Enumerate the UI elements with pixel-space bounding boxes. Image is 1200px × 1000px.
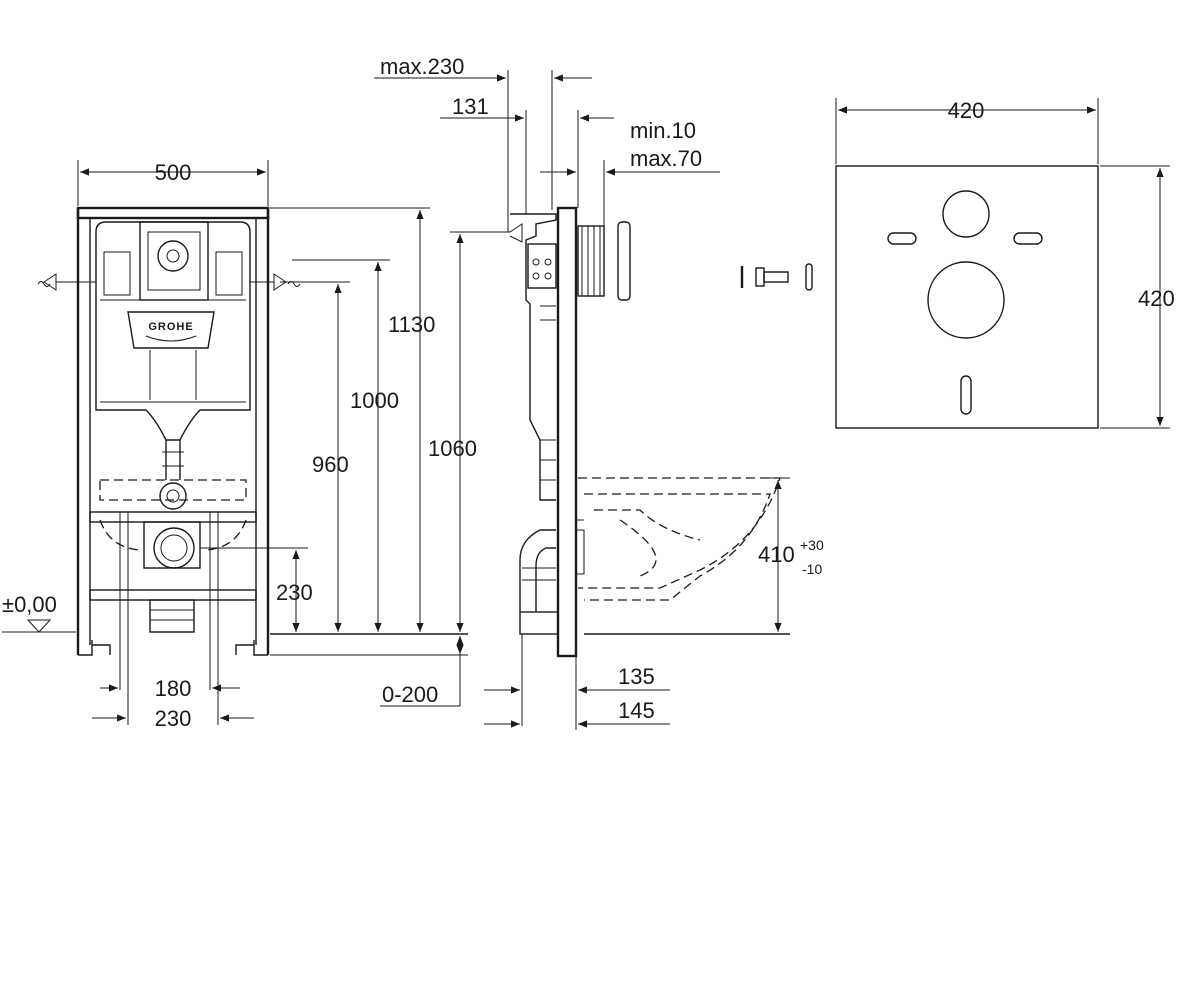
dim-label-410-minus: -10 (802, 561, 822, 577)
side-view: max.230 131 min.10 max.70 410 +30 -10 (374, 54, 824, 730)
dim-1130: 1130 (270, 207, 435, 632)
dim-min10-max70: min.10 max.70 (540, 118, 720, 226)
dim-180: 180 (100, 676, 240, 701)
dim-label-180: 180 (155, 676, 192, 701)
bowl-outline-front (99, 479, 247, 551)
fixing-parts (740, 263, 813, 291)
front-view: GROHE (2, 160, 500, 731)
dim-145: 145 (484, 698, 670, 728)
side-flush-module (577, 221, 631, 301)
dim-0-200: 0-200 (380, 636, 464, 707)
dim-410: 410 +30 -10 (758, 477, 824, 632)
cistern: GROHE (95, 221, 251, 510)
dim-label-plate-width: 420 (948, 98, 985, 123)
zero-level-label: ±0,00 (2, 592, 57, 617)
dim-label-500: 500 (155, 160, 192, 185)
dim-135: 135 (484, 664, 670, 694)
dim-label-1130: 1130 (388, 312, 435, 337)
dim-label-410: 410 (758, 542, 795, 567)
dim-label-min-10: min.10 (630, 118, 696, 143)
dim-plate-height: 420 (1100, 165, 1175, 429)
insulation-plate (835, 165, 1099, 429)
dim-label-1000: 1000 (350, 388, 399, 413)
dim-label-230-bottom: 230 (155, 706, 192, 731)
dim-max-230: max.230 (374, 54, 592, 210)
dim-1060: 1060 (428, 231, 500, 632)
dim-label-145: 145 (618, 698, 655, 723)
dim-label-1060: 1060 (428, 436, 477, 461)
dim-label-max-230: max.230 (380, 54, 464, 79)
dim-label-max-70: max.70 (630, 146, 702, 171)
plate-hole-top (942, 190, 990, 238)
plate-hole-main (927, 261, 1005, 339)
plate-view: 420 420 (740, 98, 1175, 429)
dim-label-plate-height: 420 (1138, 286, 1175, 311)
zero-level-marker: ±0,00 (2, 592, 76, 633)
dim-label-0-200: 0-200 (382, 682, 438, 707)
dim-label-135: 135 (618, 664, 655, 689)
dim-plate-width: 420 (835, 98, 1099, 164)
frame-outline (76, 206, 270, 656)
dim-960: 960 (280, 281, 350, 632)
plate-slot-right (1013, 232, 1043, 245)
dim-230-side: 230 (200, 547, 313, 632)
dim-label-131: 131 (452, 94, 489, 119)
dim-1000: 1000 (292, 259, 399, 632)
side-cistern (486, 208, 557, 501)
side-bowl-outline (578, 477, 781, 601)
water-inlet-left (37, 273, 96, 291)
plate-slot-bottom (960, 375, 972, 415)
dim-230-bottom: 230 (92, 706, 254, 731)
dim-label-230-side: 230 (276, 580, 313, 605)
dim-width-500: 500 (77, 160, 269, 206)
dim-label-410-plus: +30 (800, 537, 824, 553)
side-frame (556, 206, 585, 658)
plate-slot-left (887, 232, 917, 245)
grohe-logo-text: GROHE (148, 321, 193, 333)
dim-131: 131 (440, 94, 614, 214)
dim-label-960: 960 (312, 452, 349, 477)
side-drain-bend (519, 529, 559, 726)
